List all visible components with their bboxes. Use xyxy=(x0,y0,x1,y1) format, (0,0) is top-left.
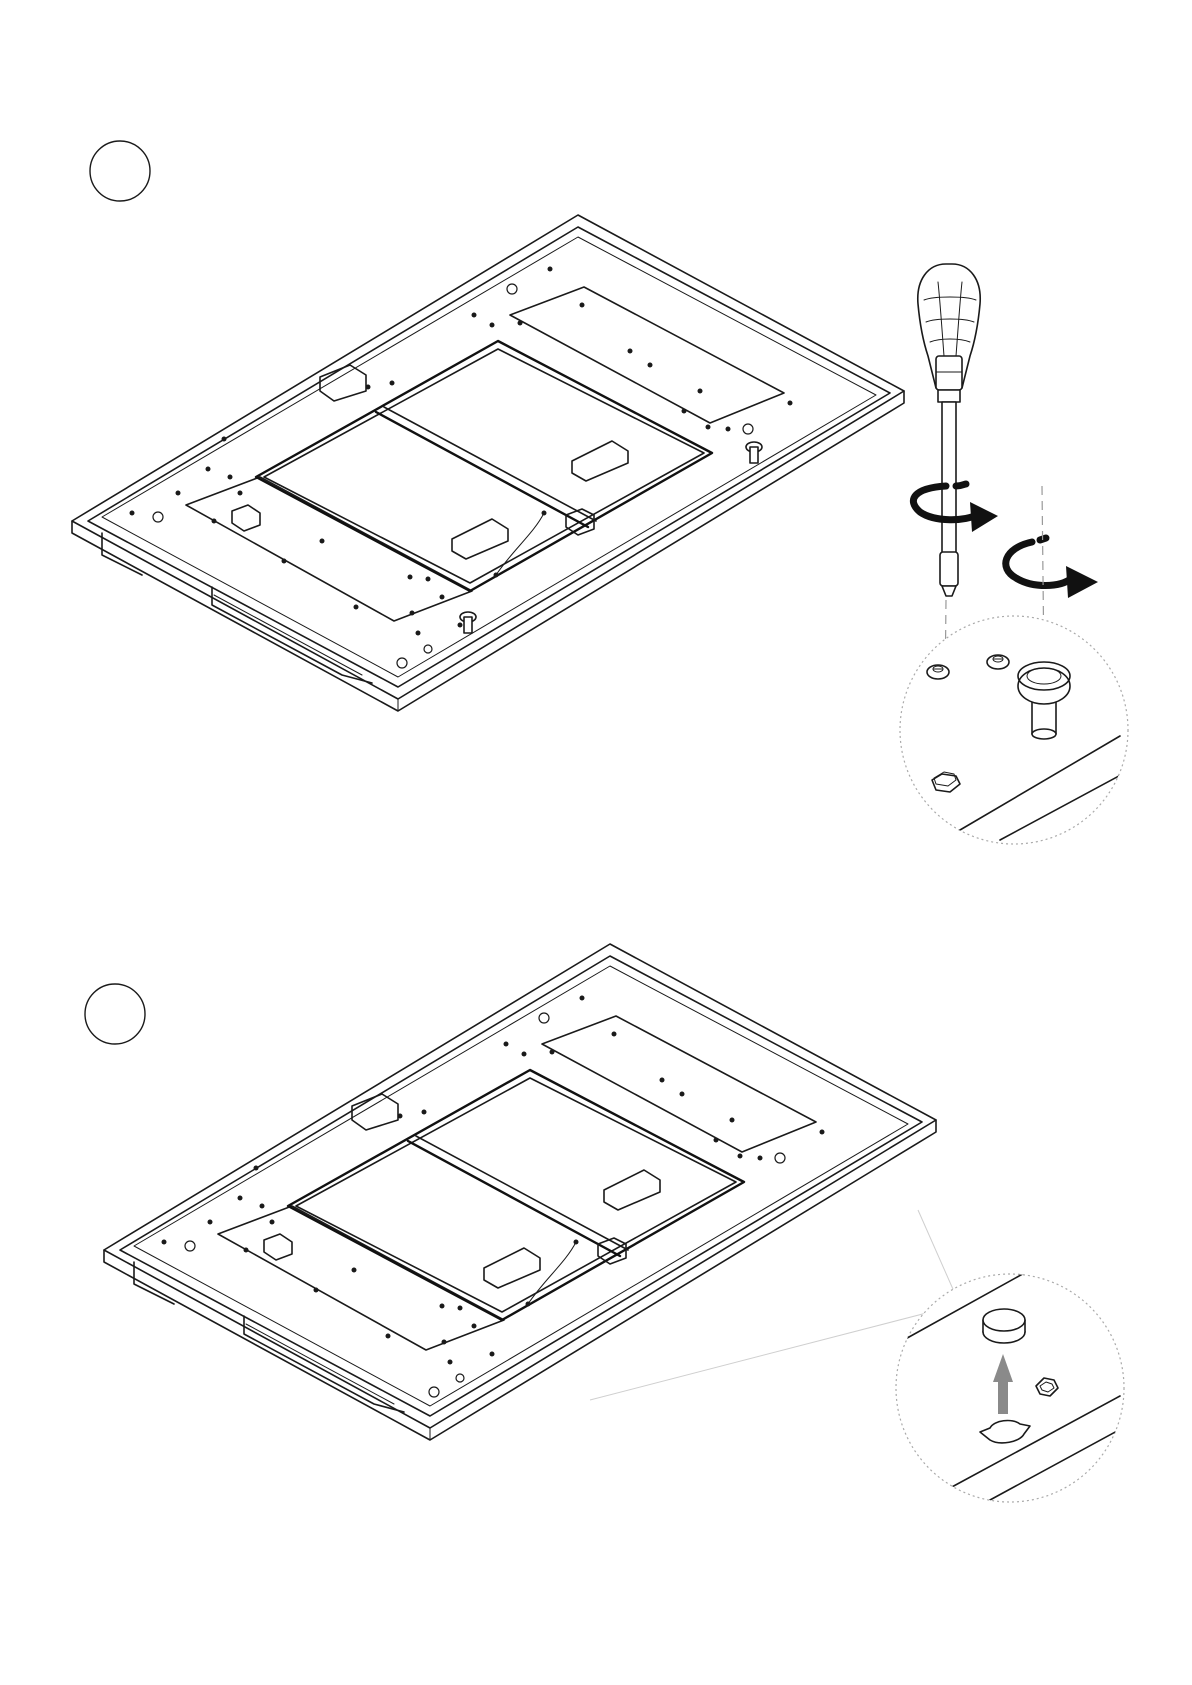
screw-head-icon xyxy=(987,655,1009,669)
step-2-number-circle xyxy=(85,984,145,1044)
step-1 xyxy=(72,141,1130,844)
rotate-counterclockwise-icon xyxy=(1006,538,1098,598)
detail-leader-line xyxy=(918,1210,956,1296)
step-1-detail-magnifier xyxy=(900,616,1130,844)
screwdriver-icon xyxy=(918,264,980,596)
step-2-cooktop-drawing xyxy=(104,944,936,1440)
screw-head-icon xyxy=(927,665,949,679)
step-1-cooktop-drawing xyxy=(72,215,904,711)
step-2-detail-magnifier xyxy=(896,1220,1130,1502)
step-2 xyxy=(85,944,1130,1502)
step-1-number-circle xyxy=(90,141,150,201)
cap-icon xyxy=(983,1309,1025,1343)
